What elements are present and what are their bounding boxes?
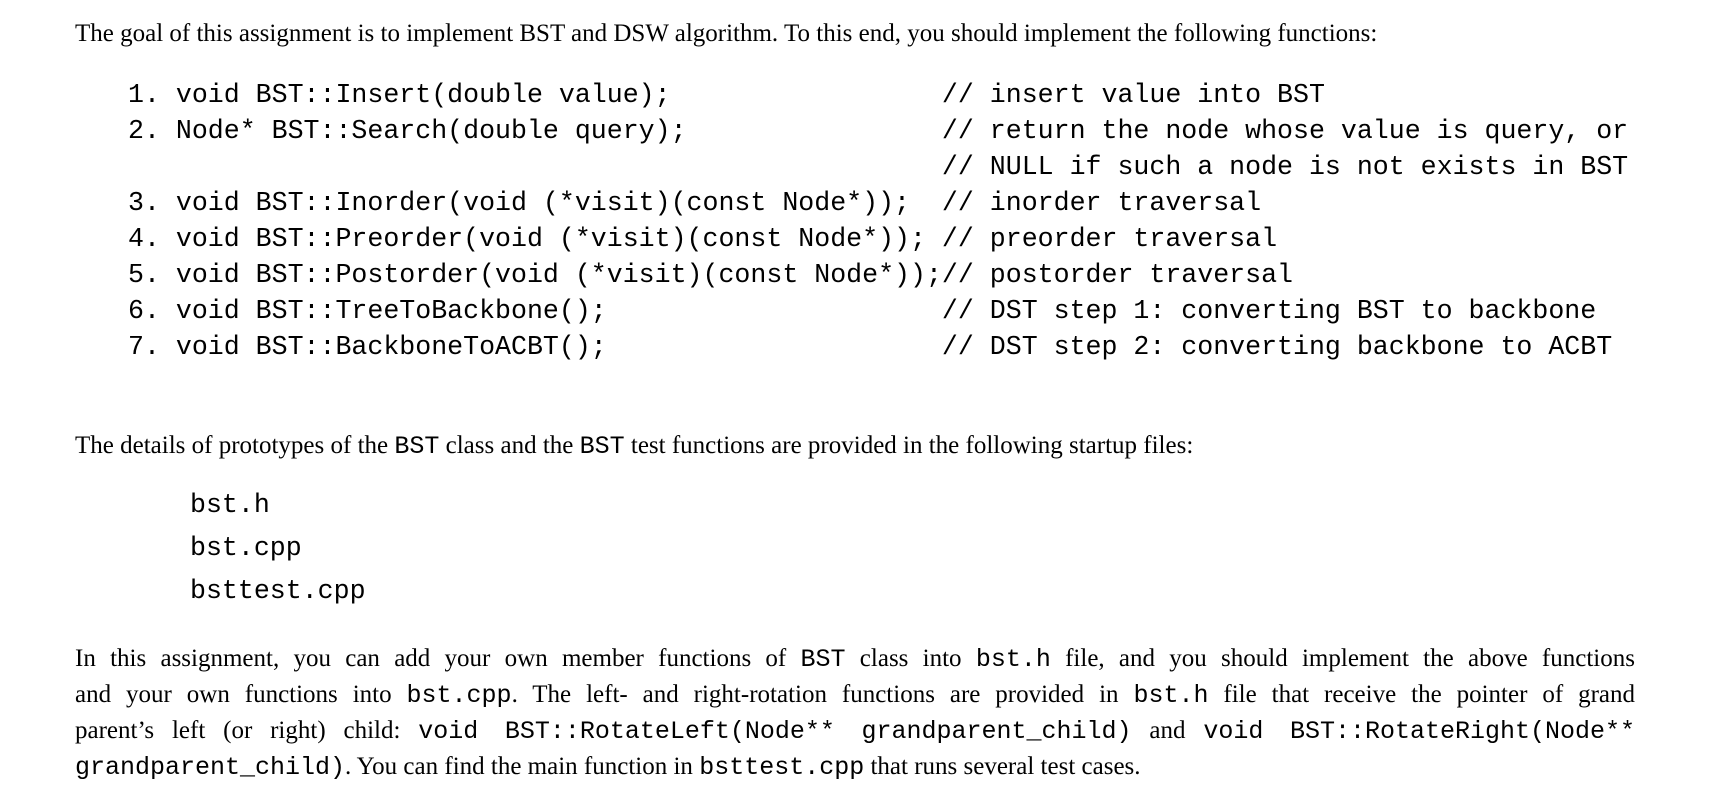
closing-code-rotateright: void BST::RotateRight(Node** (1203, 717, 1635, 746)
code-line-preorder: 4. void BST::Preorder(void (*visit)(cons… (128, 224, 1278, 254)
function-prototype-list: 1. void BST::Insert(double value); // in… (128, 77, 1635, 365)
closing-text-4a: . You can find the main function in (345, 753, 700, 780)
code-line-postorder: 5. void BST::Postorder(void (*visit)(con… (128, 260, 1293, 290)
closing-line-2: and your own functions into bst.cpp. The… (75, 677, 1635, 713)
closing-code-grandparent-child: grandparent_child) (75, 753, 346, 782)
startup-text-1: The details of prototypes of the (75, 432, 395, 459)
closing-line-4: grandparent_child). You can find the mai… (75, 749, 1635, 785)
code-line-inorder: 3. void BST::Inorder(void (*visit)(const… (128, 188, 1262, 218)
assignment-document: The goal of this assignment is to implem… (75, 0, 1635, 785)
closing-text-1a: In this assignment, you can add your own… (75, 645, 801, 672)
file-bst-h: bst.h (190, 490, 270, 520)
closing-paragraph: In this assignment, you can add your own… (75, 641, 1635, 785)
closing-line-1: In this assignment, you can add your own… (75, 641, 1635, 677)
closing-text-1c: file, and you should implement the above… (1050, 645, 1635, 672)
closing-code-bsttest-cpp: bsttest.cpp (699, 753, 865, 782)
file-bst-cpp: bst.cpp (190, 533, 302, 563)
closing-line-3: parent’s left (or right) child: void BST… (75, 713, 1635, 749)
code-line-insert: 1. void BST::Insert(double value); // in… (128, 80, 1325, 110)
code-line-search-comment-continuation: // NULL if such a node is not exists in … (128, 152, 1629, 182)
startup-text-3: test functions are provided in the follo… (624, 432, 1194, 459)
startup-file-list: bst.h bst.cpp bsttest.cpp (190, 484, 1635, 613)
closing-text-2b: . The left- and right-rotation functions… (511, 681, 1134, 708)
code-line-treetobackbone: 6. void BST::TreeToBackbone(); // DST st… (128, 296, 1597, 326)
intro-paragraph: The goal of this assignment is to implem… (75, 20, 1378, 47)
closing-code-bst-h-1: bst.h (975, 645, 1051, 674)
closing-text-3a: parent’s left (or right) child: (75, 717, 419, 744)
startup-code-bst-2: BST (579, 432, 625, 461)
code-line-backbonetoacbt: 7. void BST::BackboneToACBT(); // DST st… (128, 332, 1613, 362)
closing-code-rotateleft: void BST::RotateLeft(Node** grandparent_… (418, 717, 1132, 746)
closing-text-1b: class into (845, 645, 976, 672)
startup-code-bst-1: BST (394, 432, 440, 461)
closing-code-bst: BST (800, 645, 846, 674)
closing-code-bst-cpp: bst.cpp (406, 681, 512, 710)
closing-text-3b: and (1131, 717, 1204, 744)
file-bsttest-cpp: bsttest.cpp (190, 576, 366, 606)
closing-code-bst-h-2: bst.h (1133, 681, 1209, 710)
closing-text-2a: and your own functions into (75, 681, 407, 708)
code-line-search: 2. Node* BST::Search(double query); // r… (128, 116, 1629, 146)
startup-text-2: class and the (439, 432, 580, 459)
closing-text-4b: that runs several test cases. (864, 753, 1141, 780)
startup-files-paragraph: The details of prototypes of the BST cla… (75, 428, 1635, 464)
closing-text-2c: file that receive the pointer of grand (1208, 681, 1635, 708)
